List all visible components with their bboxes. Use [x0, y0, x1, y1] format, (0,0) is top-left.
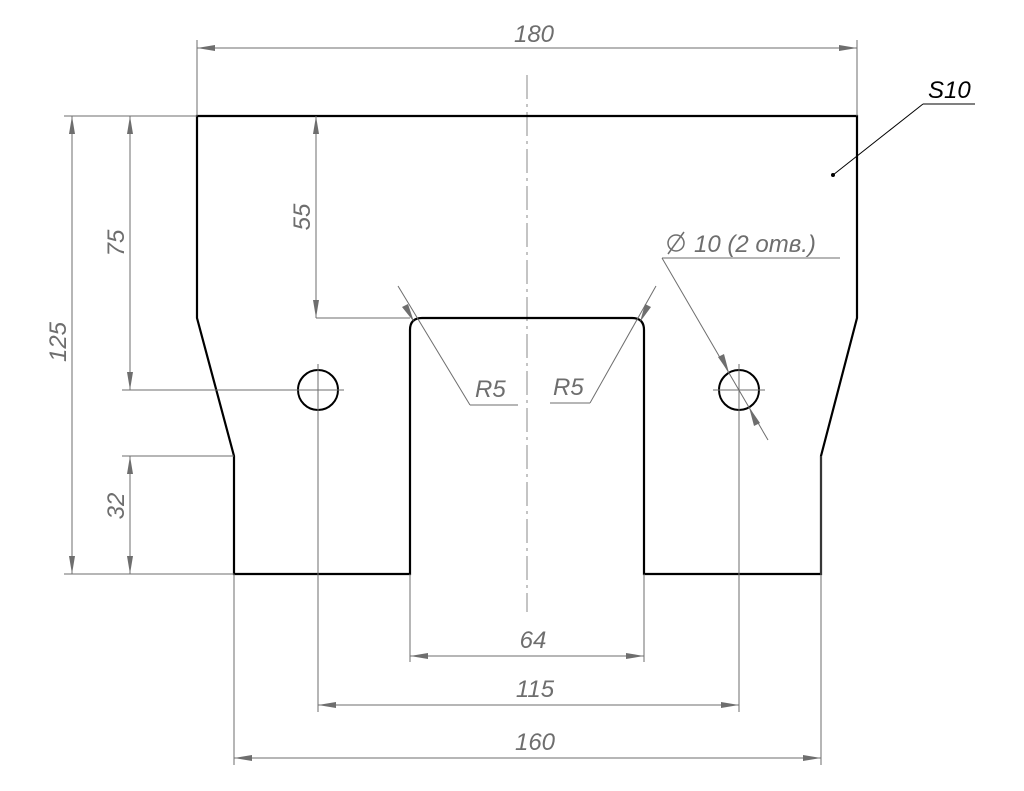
dimension-64: 64: [409, 574, 645, 662]
dimension-115-label: 115: [516, 676, 555, 703]
dimension-55-label: 55: [289, 203, 316, 230]
radius-right: R5: [550, 285, 657, 404]
dimension-55: 55: [289, 116, 410, 319]
dimension-64-label: 64: [520, 627, 547, 654]
dimension-180-label: 180: [514, 21, 555, 48]
hole-diameter-callout: 10 (2 отв.): [661, 231, 840, 441]
radius-left-label: R5: [475, 376, 506, 403]
dimension-75-label: 75: [103, 229, 130, 256]
dimension-160-label: 160: [515, 729, 556, 756]
thickness-mark: S10: [831, 77, 975, 177]
diameter-icon: [667, 231, 685, 255]
dimension-125-label: 125: [45, 321, 72, 362]
dimension-125: 125: [45, 115, 234, 575]
radius-left: R5: [397, 285, 518, 406]
dimension-180: 180: [196, 21, 858, 116]
hole-callout-label: 10 (2 отв.): [694, 231, 816, 258]
radius-right-label: R5: [553, 374, 584, 401]
thickness-label: S10: [928, 77, 971, 104]
dimension-32: 32: [103, 455, 234, 574]
dimension-115: 115: [317, 410, 740, 712]
dimension-160: 160: [233, 456, 822, 765]
part-outline: [195, 114, 859, 576]
dimension-75: 75: [103, 116, 318, 391]
dimension-32-label: 32: [103, 493, 130, 520]
